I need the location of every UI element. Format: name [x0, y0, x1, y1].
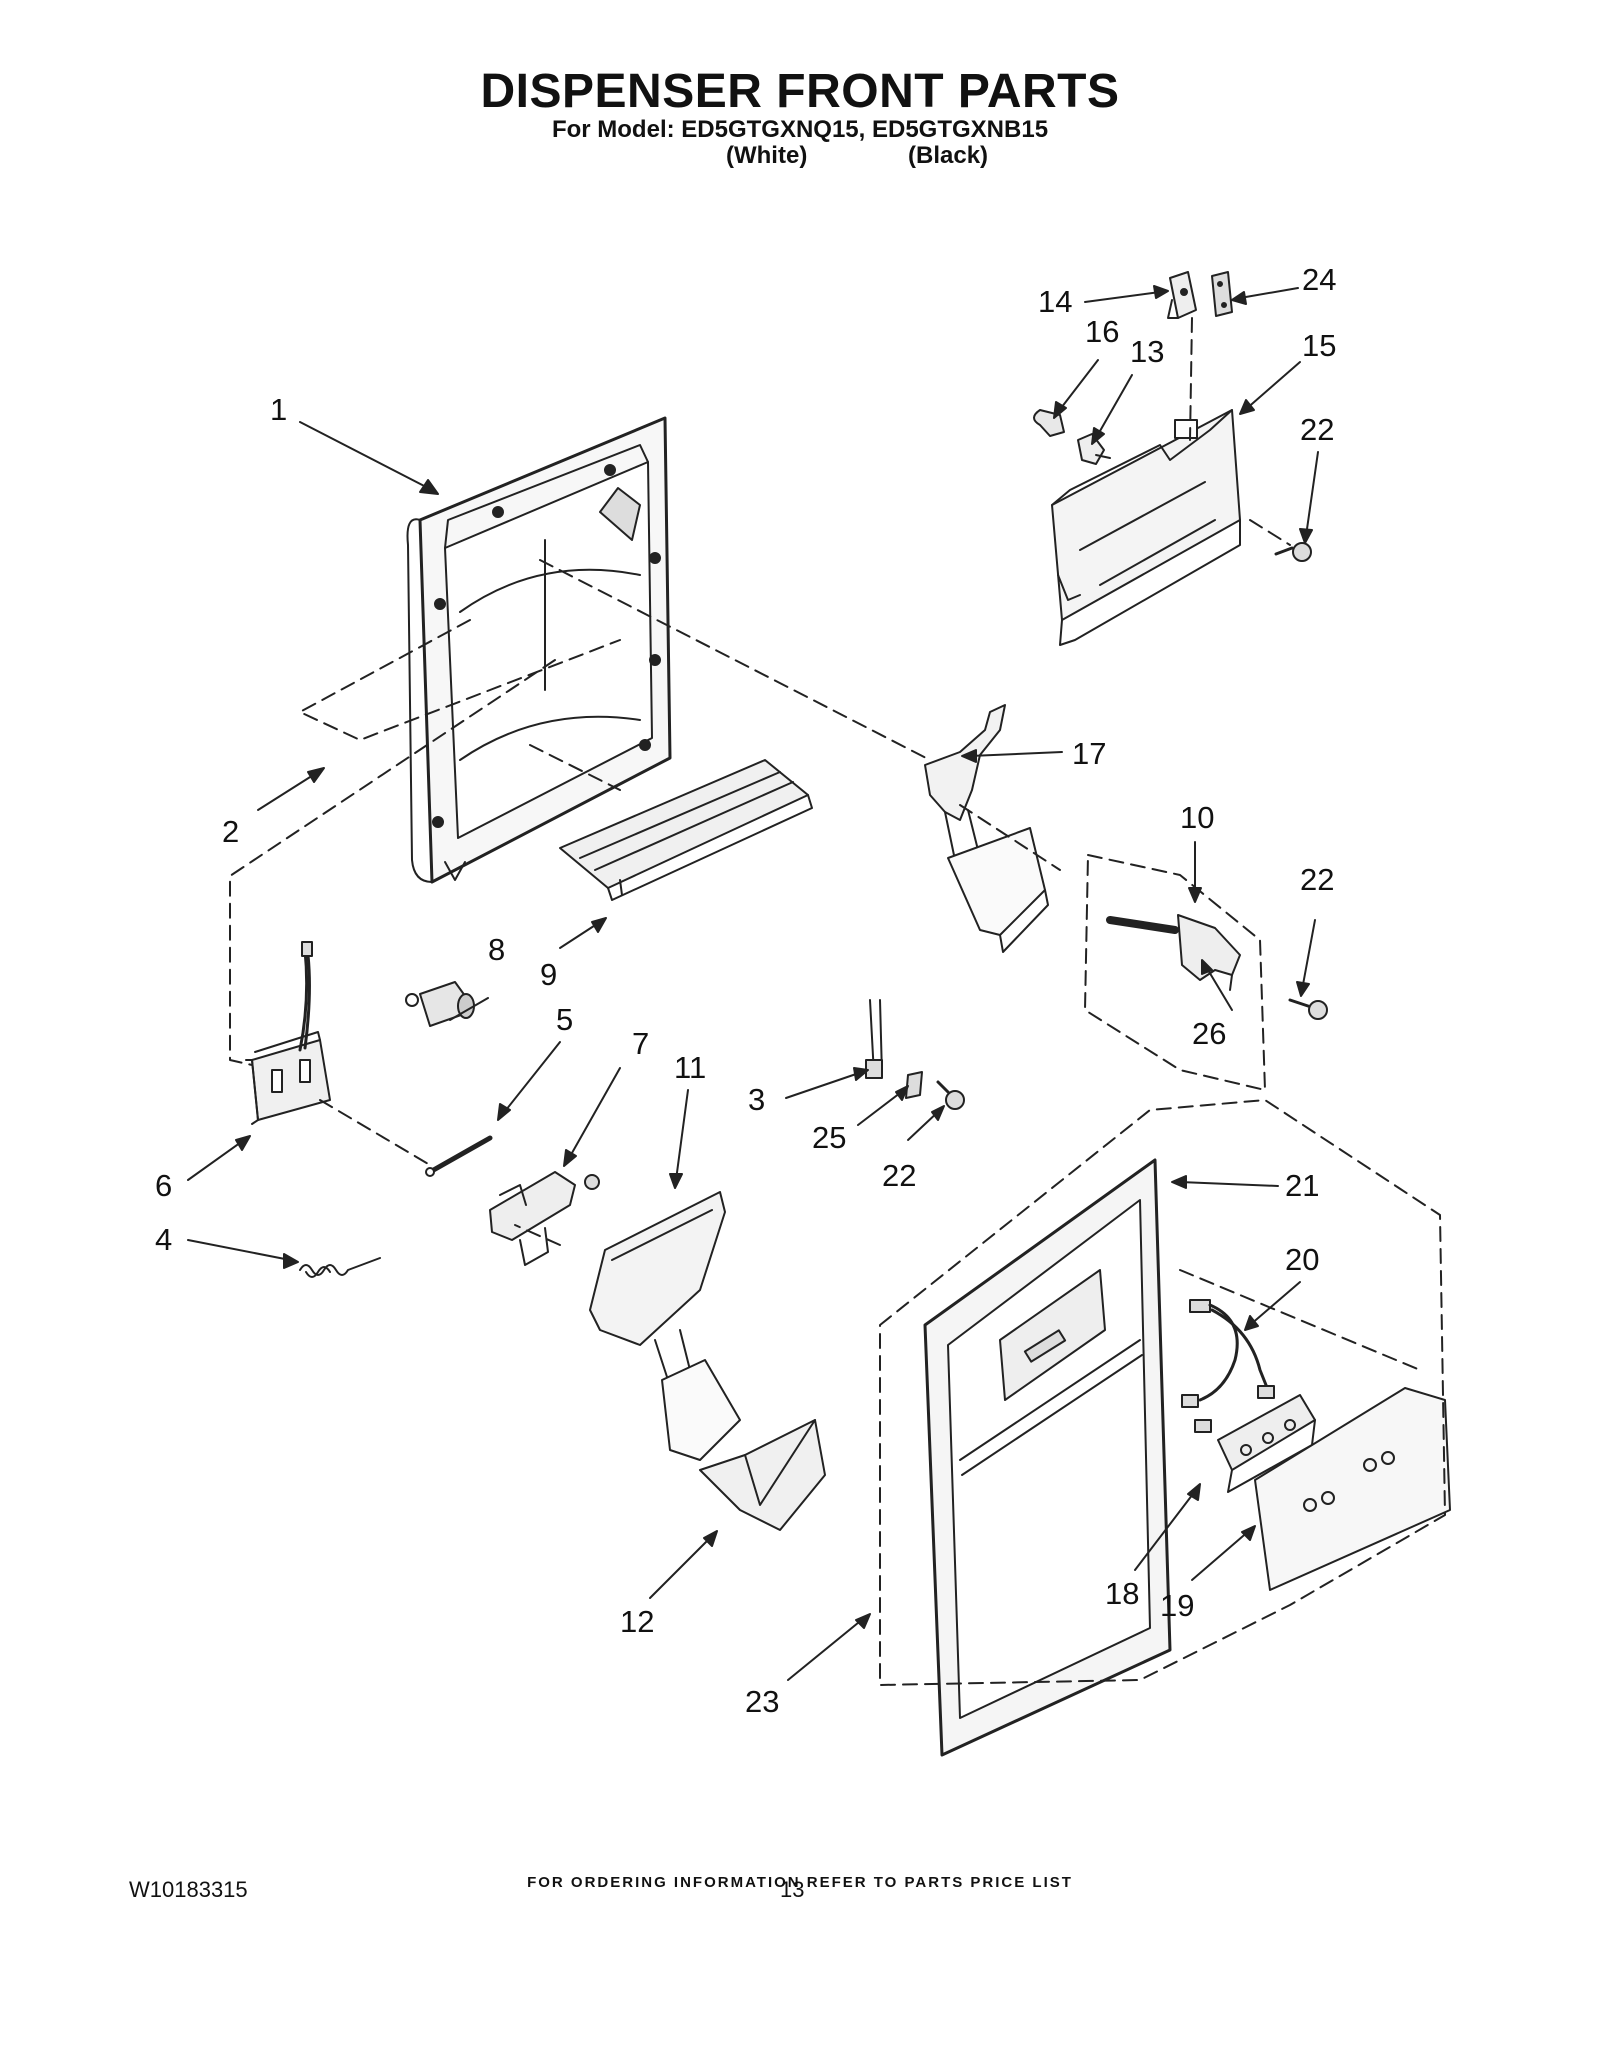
callout-22-right: 22 — [1300, 862, 1334, 897]
dispenser-housing-frame — [406, 416, 672, 884]
wiring-harness-20 — [1181, 1299, 1275, 1433]
callout-4: 4 — [155, 1222, 172, 1257]
spring-4 — [299, 1257, 381, 1278]
callout-22-upper: 22 — [1300, 412, 1334, 447]
callout-23: 23 — [745, 1684, 779, 1719]
callout-19: 19 — [1160, 1588, 1194, 1623]
callout-10: 10 — [1180, 800, 1214, 835]
page-number: 13 — [780, 1877, 805, 1902]
callout-3: 3 — [748, 1082, 765, 1117]
variant-white-label: (White) — [726, 142, 808, 169]
upper-bracket-assembly — [1051, 409, 1241, 646]
callout-15: 15 — [1302, 328, 1336, 363]
screw-22-upper — [1274, 542, 1312, 562]
clip-25 — [905, 1071, 923, 1099]
variant-black-label: (Black) — [908, 142, 989, 169]
assembly-dashed-lines — [229, 317, 1446, 1686]
lamp-socket-13 — [1077, 433, 1111, 465]
small-bracket-14 — [1167, 271, 1197, 319]
callout-12: 12 — [620, 1604, 654, 1639]
pad-24 — [1211, 271, 1233, 317]
hinge-bracket-7 — [489, 1171, 600, 1266]
solenoid-8 — [405, 981, 475, 1027]
callout-7: 7 — [632, 1026, 649, 1061]
callout-1: 1 — [270, 392, 287, 427]
callout-16: 16 — [1085, 314, 1119, 349]
callout-20: 20 — [1285, 1242, 1319, 1277]
callout-2: 2 — [222, 814, 239, 849]
callout-18: 18 — [1105, 1576, 1139, 1611]
screw-22-mid — [936, 1080, 965, 1110]
document-number: W10183315 — [129, 1877, 248, 1902]
chute-bowl-12 — [699, 1419, 826, 1531]
callout-11: 11 — [674, 1050, 706, 1085]
callout-8: 8 — [488, 932, 505, 967]
leader-arrows — [187, 285, 1319, 1681]
model-line: For Model: ED5GTGXNQ15, ED5GTGXNB15 — [551, 116, 1049, 143]
callout-25: 25 — [812, 1120, 846, 1155]
page-title: DISPENSER FRONT PARTS — [480, 65, 1120, 118]
chute-door-11 — [589, 1191, 741, 1461]
callout-14: 14 — [1038, 284, 1072, 319]
pin-5 — [425, 1135, 493, 1177]
control-module-6 — [245, 941, 331, 1125]
actuator-arm-10 — [1106, 914, 1241, 991]
callout-24: 24 — [1302, 262, 1336, 297]
callout-22-mid: 22 — [882, 1158, 916, 1193]
screw-22-right — [1288, 998, 1328, 1020]
callout-9: 9 — [540, 957, 557, 992]
front-panel-21 — [923, 1158, 1172, 1757]
overlay-panel-19 — [1254, 1387, 1451, 1591]
callout-6: 6 — [155, 1168, 172, 1203]
control-board-18 — [1217, 1394, 1316, 1493]
drip-tray-grille — [559, 759, 813, 901]
callout-5: 5 — [556, 1002, 573, 1037]
clip-3 — [865, 999, 883, 1079]
callout-17: 17 — [1072, 736, 1106, 771]
callout-21: 21 — [1285, 1168, 1319, 1203]
dispenser-lever-17 — [924, 704, 1049, 953]
callout-26: 26 — [1192, 1016, 1226, 1051]
callout-13: 13 — [1130, 334, 1164, 369]
ordering-info-note: FOR ORDERING INFORMATION REFER TO PARTS … — [527, 1874, 1073, 1891]
